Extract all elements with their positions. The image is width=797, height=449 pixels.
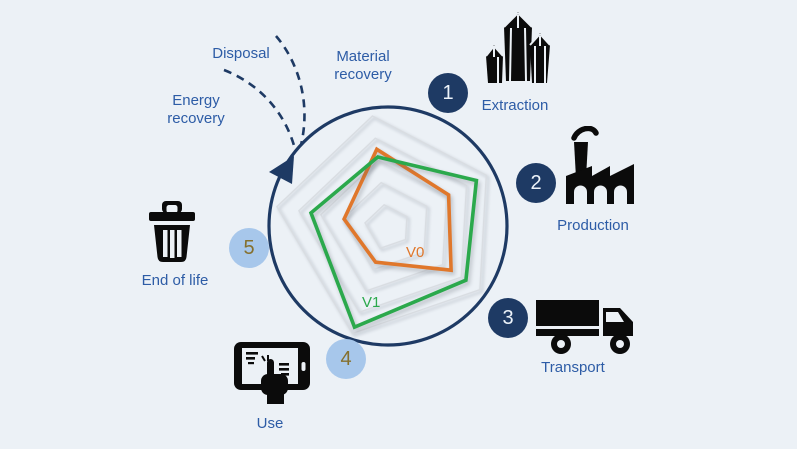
extraction-label: Extraction <box>481 97 549 114</box>
material-recovery-label: Material recovery <box>334 48 392 83</box>
stage-number: 5 <box>243 236 255 259</box>
energy-recovery-label: Energy recovery <box>167 92 225 127</box>
radar-chart <box>308 146 479 330</box>
stage-number: 1 <box>442 81 454 104</box>
radar-grid <box>276 115 488 335</box>
radar-grid-ring <box>320 159 448 292</box>
stage-number: 2 <box>530 171 542 194</box>
stage-badge-5: 5 <box>229 228 269 268</box>
production-label: Production <box>557 217 629 234</box>
disposal-label: Disposal <box>212 45 270 62</box>
series-v0-polygon <box>342 146 453 273</box>
minerals-icon <box>484 11 552 89</box>
disposal-flow-curve <box>223 68 297 150</box>
stage-badge-3: 3 <box>488 298 528 338</box>
radar-grid-ring <box>276 115 488 335</box>
radar-grid-ring <box>342 181 428 271</box>
series-v0-label: V0 <box>406 244 424 261</box>
stage-badge-2: 2 <box>516 163 556 203</box>
series-v1-polygon <box>308 155 479 330</box>
transport-label: Transport <box>541 359 605 376</box>
end-of-life-label: End of life <box>141 272 209 289</box>
truck-icon <box>536 298 636 355</box>
flow-arrowhead-icon <box>269 156 294 184</box>
trash-bin-icon <box>143 201 201 263</box>
stage-badge-1: 1 <box>428 73 468 113</box>
series-v1-label: V1 <box>362 294 380 311</box>
radar-grid-ring <box>298 137 468 314</box>
stage-number: 4 <box>340 347 352 370</box>
lifecycle-circle <box>267 105 509 347</box>
factory-icon <box>562 126 638 208</box>
stage-number: 3 <box>502 306 514 329</box>
tablet-touch-icon <box>234 336 310 408</box>
stage-badge-4: 4 <box>326 339 366 379</box>
recovery-flow-curve <box>275 35 306 146</box>
radar-grid-ring <box>364 203 408 250</box>
use-label: Use <box>256 415 284 432</box>
